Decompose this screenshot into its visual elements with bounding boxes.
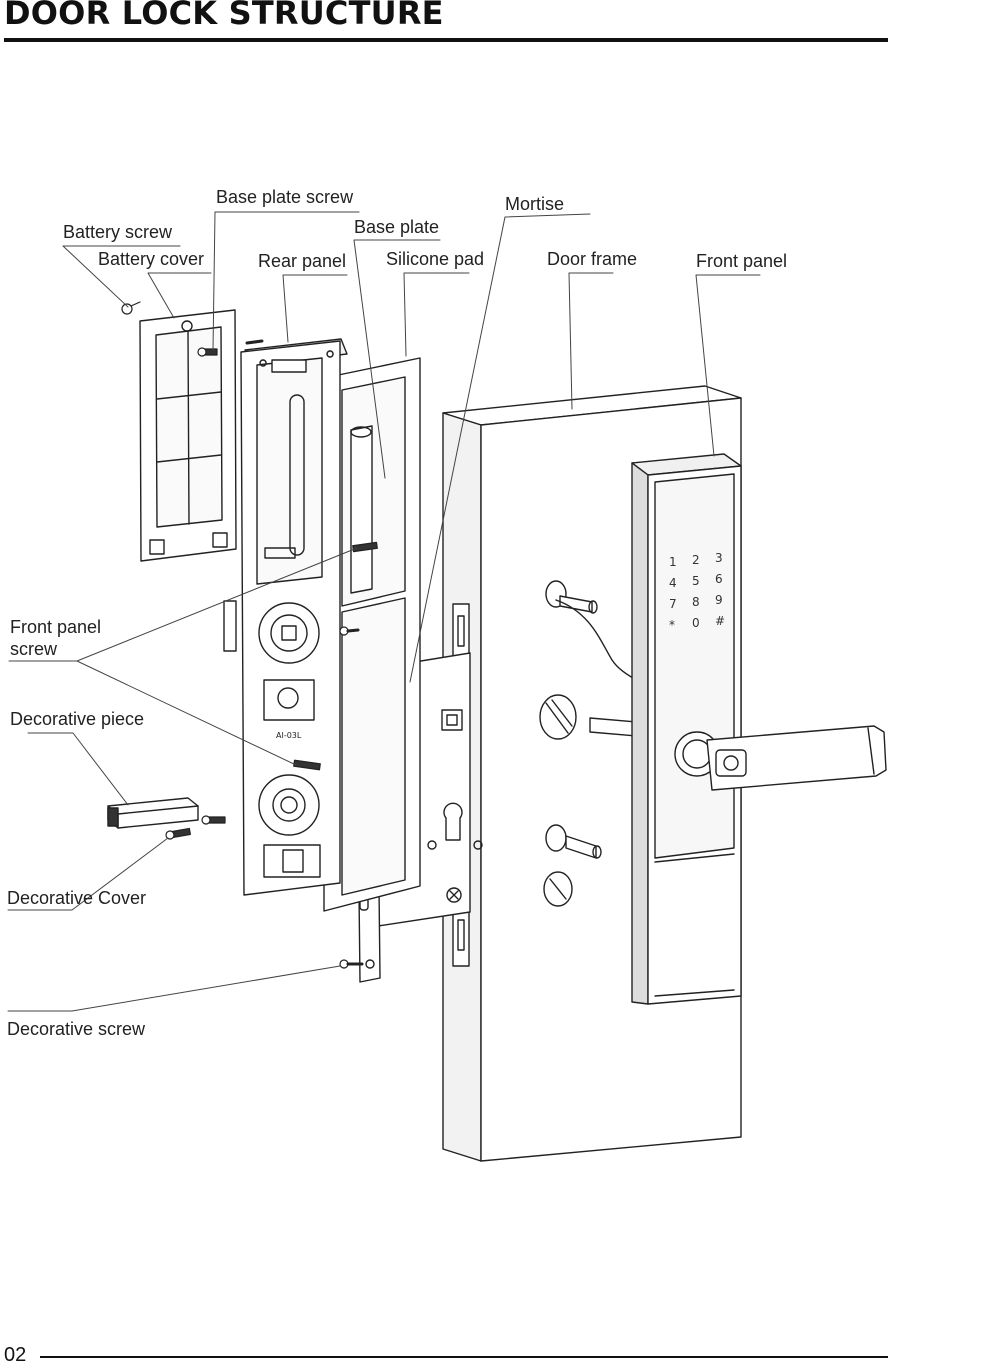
battery-screw-icon	[121, 301, 141, 315]
rear-panel-marking: AI-03L	[276, 731, 302, 740]
rear-panel-top-screw-icon	[245, 339, 264, 345]
decorative-piece	[107, 797, 199, 829]
key-8: 8	[692, 595, 700, 609]
label-mortise: Mortise	[505, 194, 565, 214]
label-battery-cover: Battery cover	[98, 249, 205, 269]
decorative-cover-screw-icon	[165, 827, 191, 840]
key-hash: #	[715, 614, 725, 628]
fingerprint-sensor-icon	[715, 749, 747, 777]
decorative-screw-icon	[339, 959, 364, 969]
front-panel-screw-upper-icon	[352, 541, 378, 553]
key-6: 6	[715, 572, 723, 586]
label-decorative-cover: Decorative Cover	[7, 888, 147, 908]
key-5: 5	[692, 574, 700, 588]
battery-cover	[139, 309, 237, 562]
label-front-panel-screw-line2: screw	[10, 639, 58, 659]
label-base-plate-screw: Base plate screw	[216, 187, 354, 207]
key-9: 9	[715, 593, 723, 607]
label-base-plate: Base plate	[354, 217, 440, 237]
page-title: DOOR LOCK STRUCTURE	[4, 0, 444, 32]
key-3: 3	[715, 551, 723, 565]
mortise-top-screw-icon	[339, 626, 360, 636]
key-2: 2	[692, 553, 700, 567]
rear-panel: AI-03L	[223, 338, 348, 896]
keypad: 1 2 3 4 5 6 7 8 9 * 0 #	[669, 551, 725, 632]
title-rule	[4, 38, 888, 42]
screws	[121, 301, 378, 969]
label-battery-screw: Battery screw	[63, 222, 173, 242]
key-0: 0	[692, 616, 700, 630]
label-decorative-screw: Decorative screw	[7, 1019, 146, 1039]
page-number: 02	[4, 1344, 27, 1366]
key-star: *	[669, 618, 675, 632]
label-front-panel-screw-line1: Front panel	[10, 617, 102, 637]
key-7: 7	[669, 597, 677, 611]
base-plate-screw-icon	[197, 347, 218, 357]
key-4: 4	[669, 576, 677, 590]
front-panel-screw-lower-icon	[293, 759, 321, 771]
footer-rule	[40, 1356, 888, 1358]
label-decorative-piece: Decorative piece	[10, 709, 145, 729]
label-silicone-pad: Silicone pad	[386, 249, 485, 269]
label-front-panel: Front panel	[696, 251, 788, 271]
key-1: 1	[669, 555, 677, 569]
leader-lines	[7, 211, 761, 1012]
front-panel-assembly: 1 2 3 4 5 6 7 8 9 * 0 #	[631, 453, 887, 1005]
decorative-small-screw-icon	[201, 815, 226, 825]
label-door-frame: Door frame	[547, 249, 638, 269]
label-rear-panel: Rear panel	[258, 251, 347, 271]
